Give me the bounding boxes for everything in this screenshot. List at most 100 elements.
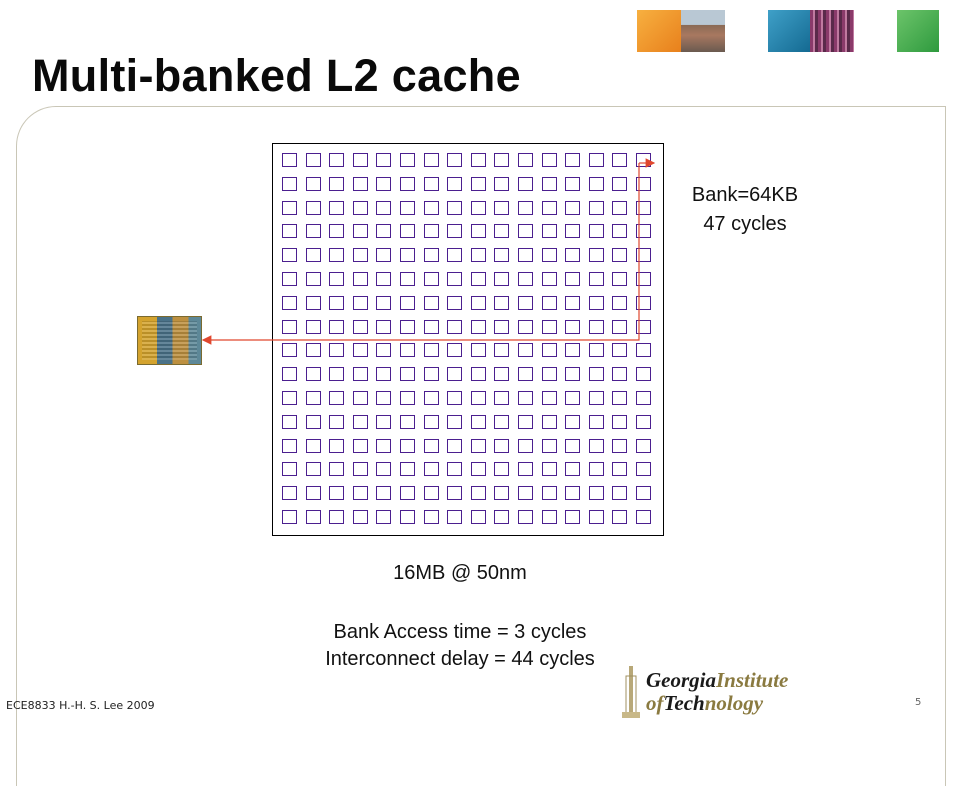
cache-bank	[518, 486, 533, 501]
cache-bank	[565, 319, 581, 334]
cache-bank	[305, 248, 321, 263]
cache-bank	[541, 200, 557, 215]
cache-bank	[588, 414, 604, 429]
cache-bank	[447, 200, 463, 215]
cache-bank	[541, 414, 557, 429]
cache-bank	[352, 319, 368, 334]
cache-bank	[494, 391, 510, 405]
cache-bank	[329, 200, 345, 215]
cache-bank	[518, 343, 533, 358]
cache-bank	[400, 319, 415, 334]
bank-size-label: Bank=64KB	[691, 184, 799, 206]
cache-bank	[423, 319, 439, 334]
cache-bank	[423, 486, 439, 501]
page-number: 5	[915, 697, 922, 708]
cache-bank	[305, 319, 321, 334]
cache-bank	[612, 438, 628, 453]
header-image-campus	[681, 10, 725, 52]
cache-bank	[376, 200, 392, 215]
header-image-circuit	[810, 10, 854, 52]
cache-bank	[376, 272, 392, 286]
cache-bank	[612, 367, 628, 382]
cache-bank	[494, 343, 510, 358]
cache-bank	[565, 462, 581, 477]
cache-bank	[518, 391, 533, 405]
cache-bank	[612, 153, 628, 167]
cache-bank	[588, 176, 604, 191]
interconnect-delay-label: Interconnect delay = 44 cycles	[325, 648, 595, 670]
content-frame	[16, 106, 946, 786]
cache-size-label: 16MB @ 50nm	[393, 562, 527, 584]
cache-bank	[494, 438, 510, 453]
cache-bank	[494, 295, 510, 310]
cache-bank	[494, 176, 510, 191]
cache-bank	[282, 176, 297, 191]
cache-bank	[423, 200, 439, 215]
cache-bank	[376, 343, 392, 358]
cache-bank	[329, 510, 345, 524]
cache-bank	[329, 224, 345, 239]
cache-bank	[305, 176, 321, 191]
cache-bank	[423, 438, 439, 453]
cache-bank	[352, 224, 368, 239]
cache-bank	[588, 224, 604, 239]
cache-bank	[541, 367, 557, 382]
cache-bank	[565, 224, 581, 239]
cache-bank	[470, 153, 486, 167]
cache-bank	[352, 486, 368, 501]
cache-bank	[400, 486, 415, 501]
logo-word-georgia: Georgia	[646, 668, 716, 692]
cache-bank	[588, 153, 604, 167]
cache-bank	[518, 176, 533, 191]
cache-bank	[636, 462, 651, 477]
cache-bank	[565, 414, 581, 429]
cache-bank	[329, 391, 345, 405]
cache-bank	[470, 248, 486, 263]
cache-bank	[376, 486, 392, 501]
cache-bank	[612, 248, 628, 263]
cache-bank	[376, 153, 392, 167]
cache-bank	[612, 391, 628, 405]
cache-bank	[305, 295, 321, 310]
cache-bank	[470, 414, 486, 429]
cache-bank	[423, 367, 439, 382]
cache-bank	[282, 153, 297, 167]
cache-bank	[400, 438, 415, 453]
cache-bank	[470, 319, 486, 334]
header-image-blue	[768, 10, 810, 52]
cache-bank	[305, 462, 321, 477]
cache-bank	[494, 319, 510, 334]
cache-bank	[636, 200, 651, 215]
cache-bank	[423, 272, 439, 286]
cache-bank	[352, 272, 368, 286]
cache-bank	[636, 391, 651, 405]
cache-bank	[305, 272, 321, 286]
cache-bank	[494, 462, 510, 477]
cache-bank	[588, 510, 604, 524]
cache-bank	[588, 343, 604, 358]
cache-bank	[636, 272, 651, 286]
cache-bank	[494, 272, 510, 286]
cache-bank	[282, 414, 297, 429]
cache-bank	[541, 343, 557, 358]
cache-bank	[447, 272, 463, 286]
cache-bank	[400, 153, 415, 167]
cache-bank	[329, 295, 345, 310]
cache-bank	[400, 248, 415, 263]
cache-bank	[423, 391, 439, 405]
cache-bank	[282, 200, 297, 215]
cache-bank	[518, 153, 533, 167]
cache-bank	[352, 414, 368, 429]
logo-word-of: of	[646, 691, 664, 715]
cache-bank	[541, 486, 557, 501]
cache-bank	[282, 462, 297, 477]
cache-bank	[470, 462, 486, 477]
cache-bank	[376, 438, 392, 453]
cache-bank	[282, 248, 297, 263]
cache-bank	[470, 486, 486, 501]
cache-bank	[518, 200, 533, 215]
cache-bank	[352, 153, 368, 167]
cache-bank	[305, 391, 321, 405]
cache-bank	[565, 343, 581, 358]
cache-bank	[352, 367, 368, 382]
